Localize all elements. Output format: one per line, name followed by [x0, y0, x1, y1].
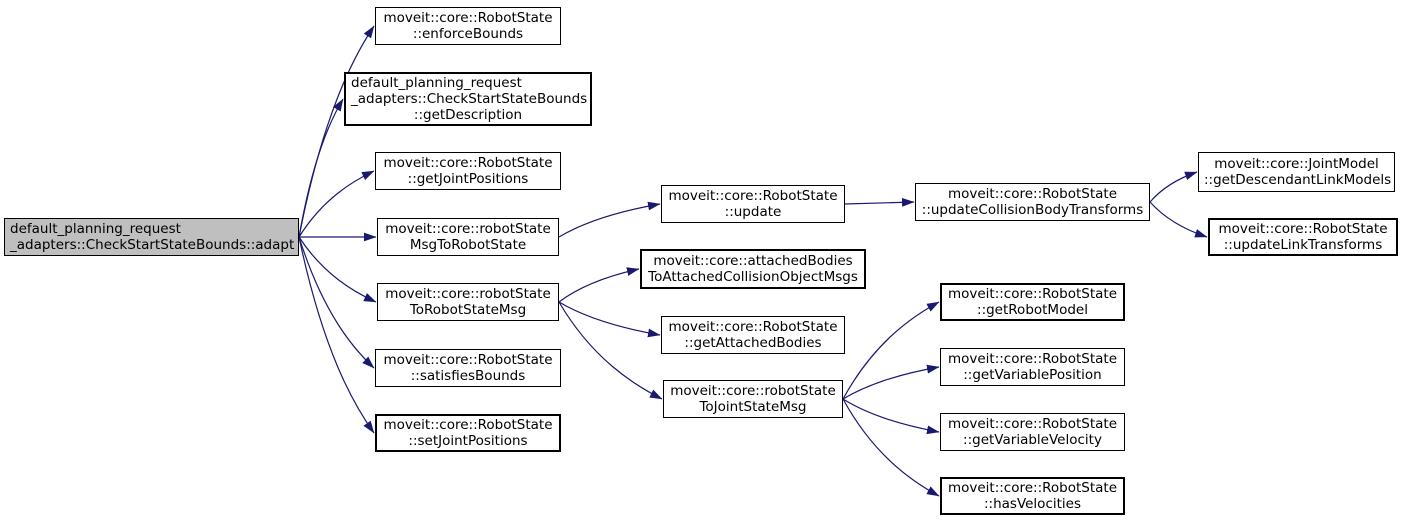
node-label-line: ::updateCollisionBodyTransforms: [921, 202, 1144, 218]
node-label-line: ::getRobotModel: [977, 302, 1088, 318]
edge-adapt-to-to_robot_state_msg: [298, 236, 377, 303]
node-label-line: moveit::core::RobotState: [383, 416, 553, 433]
node-label-line: moveit::core::RobotState: [1218, 220, 1388, 237]
node-label-line: _adapters::CheckStartStateBounds::adapt: [10, 237, 295, 253]
node-set_joint_positions[interactable]: moveit::core::RobotState::setJointPositi…: [375, 414, 561, 452]
node-label-line: moveit::core::RobotState: [668, 187, 838, 204]
node-get_robot_model[interactable]: moveit::core::RobotState::getRobotModel: [940, 283, 1125, 321]
edge-adapt-to-enforce_bounds: [298, 25, 375, 238]
edge-update_collision_body_transforms-to-update_link_transforms: [1149, 201, 1208, 238]
node-label-line: moveit::core::RobotState: [383, 154, 553, 171]
edge-adapt-to-get_joint_positions: [298, 170, 375, 238]
node-label-line: moveit::core::RobotState: [947, 479, 1118, 496]
node-label-line: moveit::core::RobotState: [383, 351, 553, 368]
edge-update_collision_body_transforms-to-get_descendant_link_models: [1149, 171, 1198, 203]
edge-to_joint_state_msg-to-has_velocities: [842, 398, 940, 497]
node-get_joint_positions[interactable]: moveit::core::RobotState::getJointPositi…: [375, 152, 561, 190]
node-get_variable_velocity[interactable]: moveit::core::RobotState::getVariableVel…: [940, 413, 1125, 451]
node-label-line: ::hasVelocities: [983, 496, 1082, 512]
node-has_velocities[interactable]: moveit::core::RobotState::hasVelocities: [940, 477, 1125, 515]
node-satisfies_bounds[interactable]: moveit::core::RobotState::satisfiesBound…: [375, 349, 561, 387]
node-label-line: ::updateLinkTransforms: [1223, 237, 1383, 253]
edge-msg_to_robot_state-to-update: [558, 201, 661, 238]
node-get_attached_bodies[interactable]: moveit::core::RobotState::getAttachedBod…: [661, 316, 845, 354]
edge-adapt-to-satisfies_bounds: [298, 236, 375, 369]
node-label-line: ToAttachedCollisionObjectMsgs: [648, 269, 858, 285]
node-label-line: moveit::core::RobotState: [947, 185, 1118, 202]
node-label-line: moveit::core::RobotState: [947, 415, 1118, 432]
node-label-line: ::update: [724, 204, 782, 220]
node-label-line: ::getDescription: [413, 107, 523, 124]
node-label-line: ::setJointPositions: [408, 433, 528, 449]
node-label-line: ::getAttachedBodies: [684, 335, 822, 351]
node-label-line: moveit::core::attachedBodies: [653, 252, 853, 269]
node-label-line: moveit::core::robotState: [670, 382, 836, 399]
edge-to_robot_state_msg-to-attached_bodies_msgs: [558, 267, 640, 303]
node-label-line: MsgToRobotState: [409, 237, 527, 253]
node-label-line: moveit::core::RobotState: [668, 318, 838, 335]
node-label-line: moveit::core::robotState: [385, 285, 551, 302]
node-adapt: default_planning_request_adapters::Check…: [4, 218, 299, 256]
node-label-line: ::satisfiesBounds: [410, 368, 526, 384]
edge-to_joint_state_msg-to-get_variable_position: [842, 364, 940, 400]
edge-to_joint_state_msg-to-get_robot_model: [842, 301, 940, 400]
node-label-line: ToJointStateMsg: [699, 399, 807, 415]
edge-to_joint_state_msg-to-get_variable_velocity: [842, 398, 940, 435]
node-label-line: ::getJointPositions: [407, 171, 529, 187]
node-label-line: default_planning_request: [10, 220, 181, 237]
edge-adapt-to-set_joint_positions: [298, 236, 375, 434]
node-update[interactable]: moveit::core::RobotState::update: [661, 185, 845, 223]
node-label-line: moveit::core::RobotState: [947, 350, 1118, 367]
node-label-line: moveit::core::robotState: [385, 220, 551, 237]
node-get_description[interactable]: default_planning_request_adapters::Check…: [344, 72, 592, 126]
node-label-line: ::getVariableVelocity: [963, 432, 1102, 448]
node-label-line: ::getDescendantLinkModels: [1204, 172, 1392, 188]
node-get_descendant_link_models[interactable]: moveit::core::JointModel::getDescendantL…: [1198, 152, 1395, 192]
node-label-line: moveit::core::RobotState: [383, 9, 553, 26]
edge-adapt-to-get_description: [298, 98, 344, 238]
node-label-line: ::enforceBounds: [412, 26, 524, 42]
edge-to_robot_state_msg-to-to_joint_state_msg: [558, 301, 663, 400]
node-update_link_transforms[interactable]: moveit::core::RobotState::updateLinkTran…: [1208, 218, 1398, 256]
node-label-line: ToRobotStateMsg: [409, 302, 527, 318]
node-label-line: ::getVariablePosition: [963, 367, 1102, 383]
node-get_variable_position[interactable]: moveit::core::RobotState::getVariablePos…: [940, 348, 1125, 386]
node-enforce_bounds[interactable]: moveit::core::RobotState::enforceBounds: [375, 7, 561, 45]
node-label-line: moveit::core::JointModel: [1214, 155, 1379, 172]
node-label-line: moveit::core::RobotState: [947, 285, 1118, 302]
edge-to_robot_state_msg-to-get_attached_bodies: [558, 301, 661, 338]
edge-update-to-update_collision_body_transforms: [844, 197, 915, 207]
node-update_collision_body_transforms[interactable]: moveit::core::RobotState::updateCollisio…: [915, 183, 1150, 221]
node-label-line: default_planning_request: [351, 74, 522, 91]
node-label-line: _adapters::CheckStartStateBounds: [351, 90, 588, 107]
